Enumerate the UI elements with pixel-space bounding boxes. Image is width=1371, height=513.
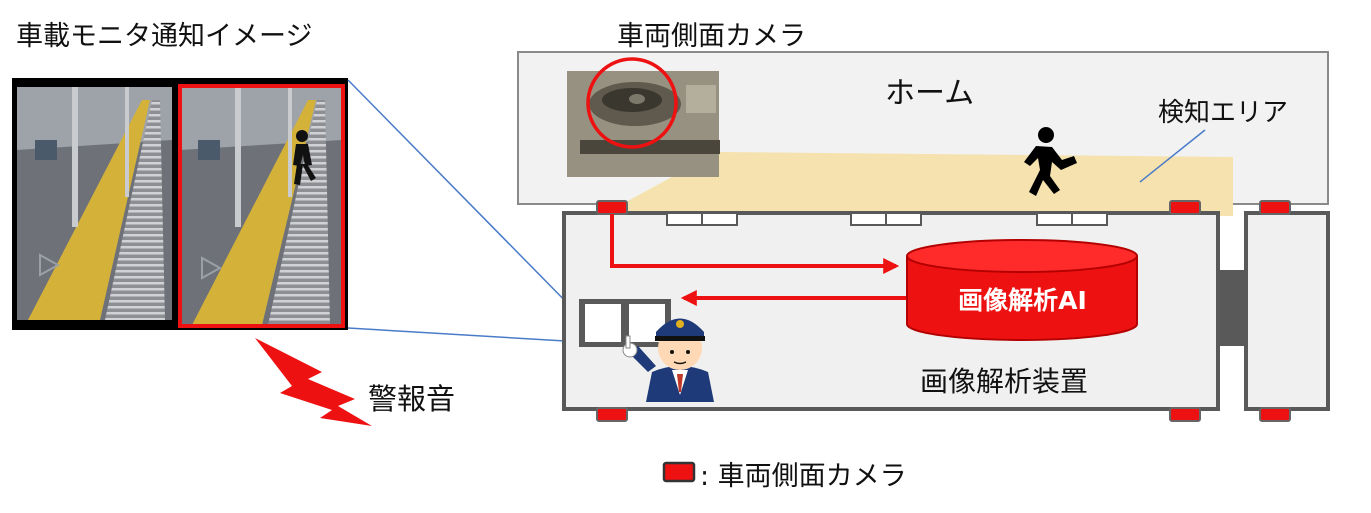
side-camera-marker <box>1169 200 1201 215</box>
monitor-view-normal <box>17 87 172 320</box>
alert-frame <box>178 84 345 328</box>
detection-area-label: 検知エリア <box>1158 98 1289 128</box>
car-coupler <box>1218 270 1244 346</box>
camera-highlight-circle <box>586 57 678 149</box>
alarm-label: 警報音 <box>368 382 456 416</box>
camera-photo <box>567 57 720 177</box>
ai-cylinder <box>906 239 1138 341</box>
detection-area-pointer <box>1139 129 1206 183</box>
conductor-icon <box>622 318 714 402</box>
legend-label: : 車両側面カメラ <box>700 461 907 492</box>
callout-line-bottom <box>347 327 583 343</box>
camera-title: 車両側面カメラ <box>617 21 806 52</box>
legend-camera-marker <box>662 461 696 483</box>
camera-to-ai-arrow <box>610 214 900 274</box>
side-camera-marker <box>1259 200 1291 215</box>
monitor-title: 車載モニタ通知イメージ <box>16 21 313 52</box>
train-car-2 <box>1244 211 1330 411</box>
ai-label: 画像解析AI <box>958 286 1087 315</box>
side-camera-marker <box>1259 407 1291 422</box>
lightning-bolt-icon <box>255 338 372 426</box>
platform-label: ホーム <box>885 76 975 111</box>
monitor-view-alert <box>178 84 345 328</box>
device-label: 画像解析装置 <box>920 365 1089 398</box>
side-camera-marker <box>1169 407 1201 422</box>
side-cameras <box>596 200 1291 422</box>
monitor-image <box>12 78 348 330</box>
detection-area <box>600 152 1233 216</box>
side-camera-marker <box>596 407 628 422</box>
detected-person-icon <box>293 130 316 185</box>
running-person-icon <box>1024 127 1077 196</box>
callout-line-top <box>347 79 583 319</box>
side-camera-marker <box>596 200 628 215</box>
